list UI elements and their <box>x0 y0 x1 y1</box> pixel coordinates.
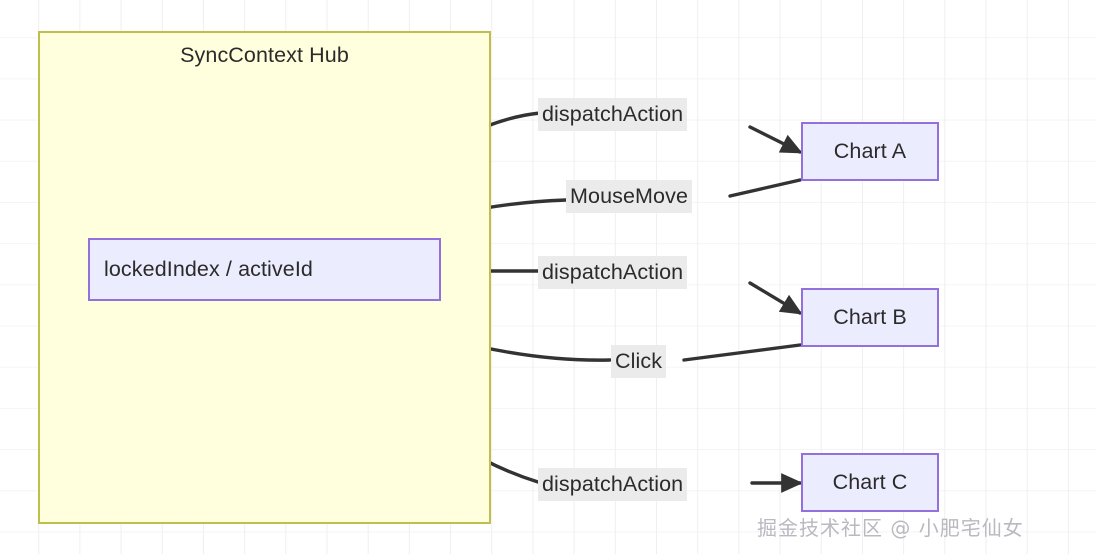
edge-chart-b-to-label <box>682 343 802 362</box>
edge-label-dispatch-action-b: dispatchAction <box>538 256 688 290</box>
edge-label-to-chart-a <box>748 125 803 154</box>
edge-chart-a-to-label <box>728 178 802 198</box>
edge-label-dispatch-action-a: dispatchAction <box>538 98 688 132</box>
node-chart-c-label: Chart C <box>832 470 908 494</box>
state-node-locked-index[interactable]: lockedIndex / activeId <box>88 238 441 301</box>
edge-label-mouse-move: MouseMove <box>566 180 693 214</box>
node-chart-a-label: Chart A <box>833 139 907 163</box>
edge-label-click: Click <box>611 345 667 379</box>
watermark: 掘金技术社区 @ 小肥宅仙女 <box>757 516 1024 540</box>
state-node-label: lockedIndex / activeId <box>104 257 313 281</box>
hub-title: SyncContext Hub <box>180 43 349 67</box>
node-chart-b[interactable]: Chart B <box>801 288 939 347</box>
node-chart-a[interactable]: Chart A <box>801 122 939 181</box>
node-chart-b-label: Chart B <box>833 305 907 329</box>
edge-label-dispatch-action-c: dispatchAction <box>538 468 688 502</box>
node-chart-c[interactable]: Chart C <box>801 453 939 512</box>
edge-label-to-chart-b <box>748 281 803 315</box>
